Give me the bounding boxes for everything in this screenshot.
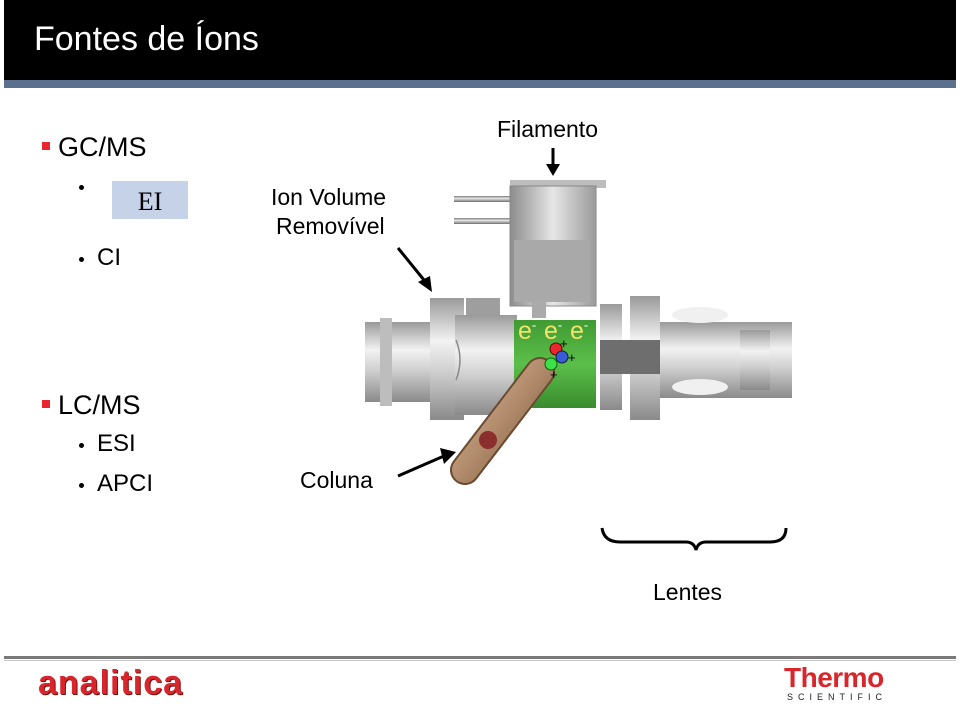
- thermo-scientific-logo: Thermo SCIENTIFIC: [784, 662, 896, 704]
- lcms-item-esi: ESI: [97, 430, 136, 457]
- bullet-square: [42, 400, 50, 408]
- lcms-item-apci: APCI: [97, 470, 154, 497]
- arrow-ion-volume: [396, 247, 432, 292]
- gc-column: [450, 357, 555, 485]
- filament-assembly: [509, 180, 606, 318]
- bullet-dot: [79, 185, 84, 190]
- lcms-heading: LC/MS: [58, 390, 141, 420]
- bullet-dot: [79, 483, 84, 488]
- footer-rule: [4, 656, 956, 659]
- title-bar: Fontes de Íons: [4, 0, 956, 80]
- scientific-logo-text: SCIENTIFIC: [787, 692, 888, 702]
- electron-1: e-: [518, 317, 537, 345]
- ion-charge-2: +: [568, 350, 576, 365]
- gcms-heading: GC/MS: [58, 132, 147, 162]
- ions: [544, 342, 569, 371]
- thermo-logo-text: Thermo: [784, 662, 884, 693]
- footer-rule-thin: [4, 660, 956, 661]
- electron-3: e-: [570, 317, 589, 345]
- gcms-item-ei: EI: [137, 187, 163, 216]
- label-lentes: Lentes: [653, 579, 723, 605]
- label-filamento: Filamento: [497, 116, 598, 142]
- lens-stack: [600, 296, 792, 420]
- filament-pins: [454, 196, 514, 224]
- title-rule: [4, 80, 956, 88]
- lentes-brace: [600, 527, 788, 551]
- arrow-coluna: [397, 448, 456, 478]
- bullet-dot: [79, 257, 84, 262]
- bullet-square: [42, 142, 50, 150]
- ion-volume-holder: [365, 298, 517, 420]
- label-coluna: Coluna: [300, 467, 373, 493]
- label-ion-volume: Ion Volume: [271, 184, 387, 210]
- ion-charge-3: +: [550, 367, 558, 382]
- analitica-logo: analitica: [38, 664, 184, 702]
- ei-highlight-box: EI: [112, 181, 188, 219]
- ion-charge-1: +: [560, 336, 568, 351]
- label-removivel: Removível: [276, 213, 385, 239]
- electron-2: e-: [544, 317, 563, 345]
- bullet-dot: [79, 443, 84, 448]
- gcms-item-ci: CI: [97, 244, 121, 271]
- page-title: Fontes de Íons: [34, 20, 259, 58]
- arrow-filamento: [546, 148, 560, 176]
